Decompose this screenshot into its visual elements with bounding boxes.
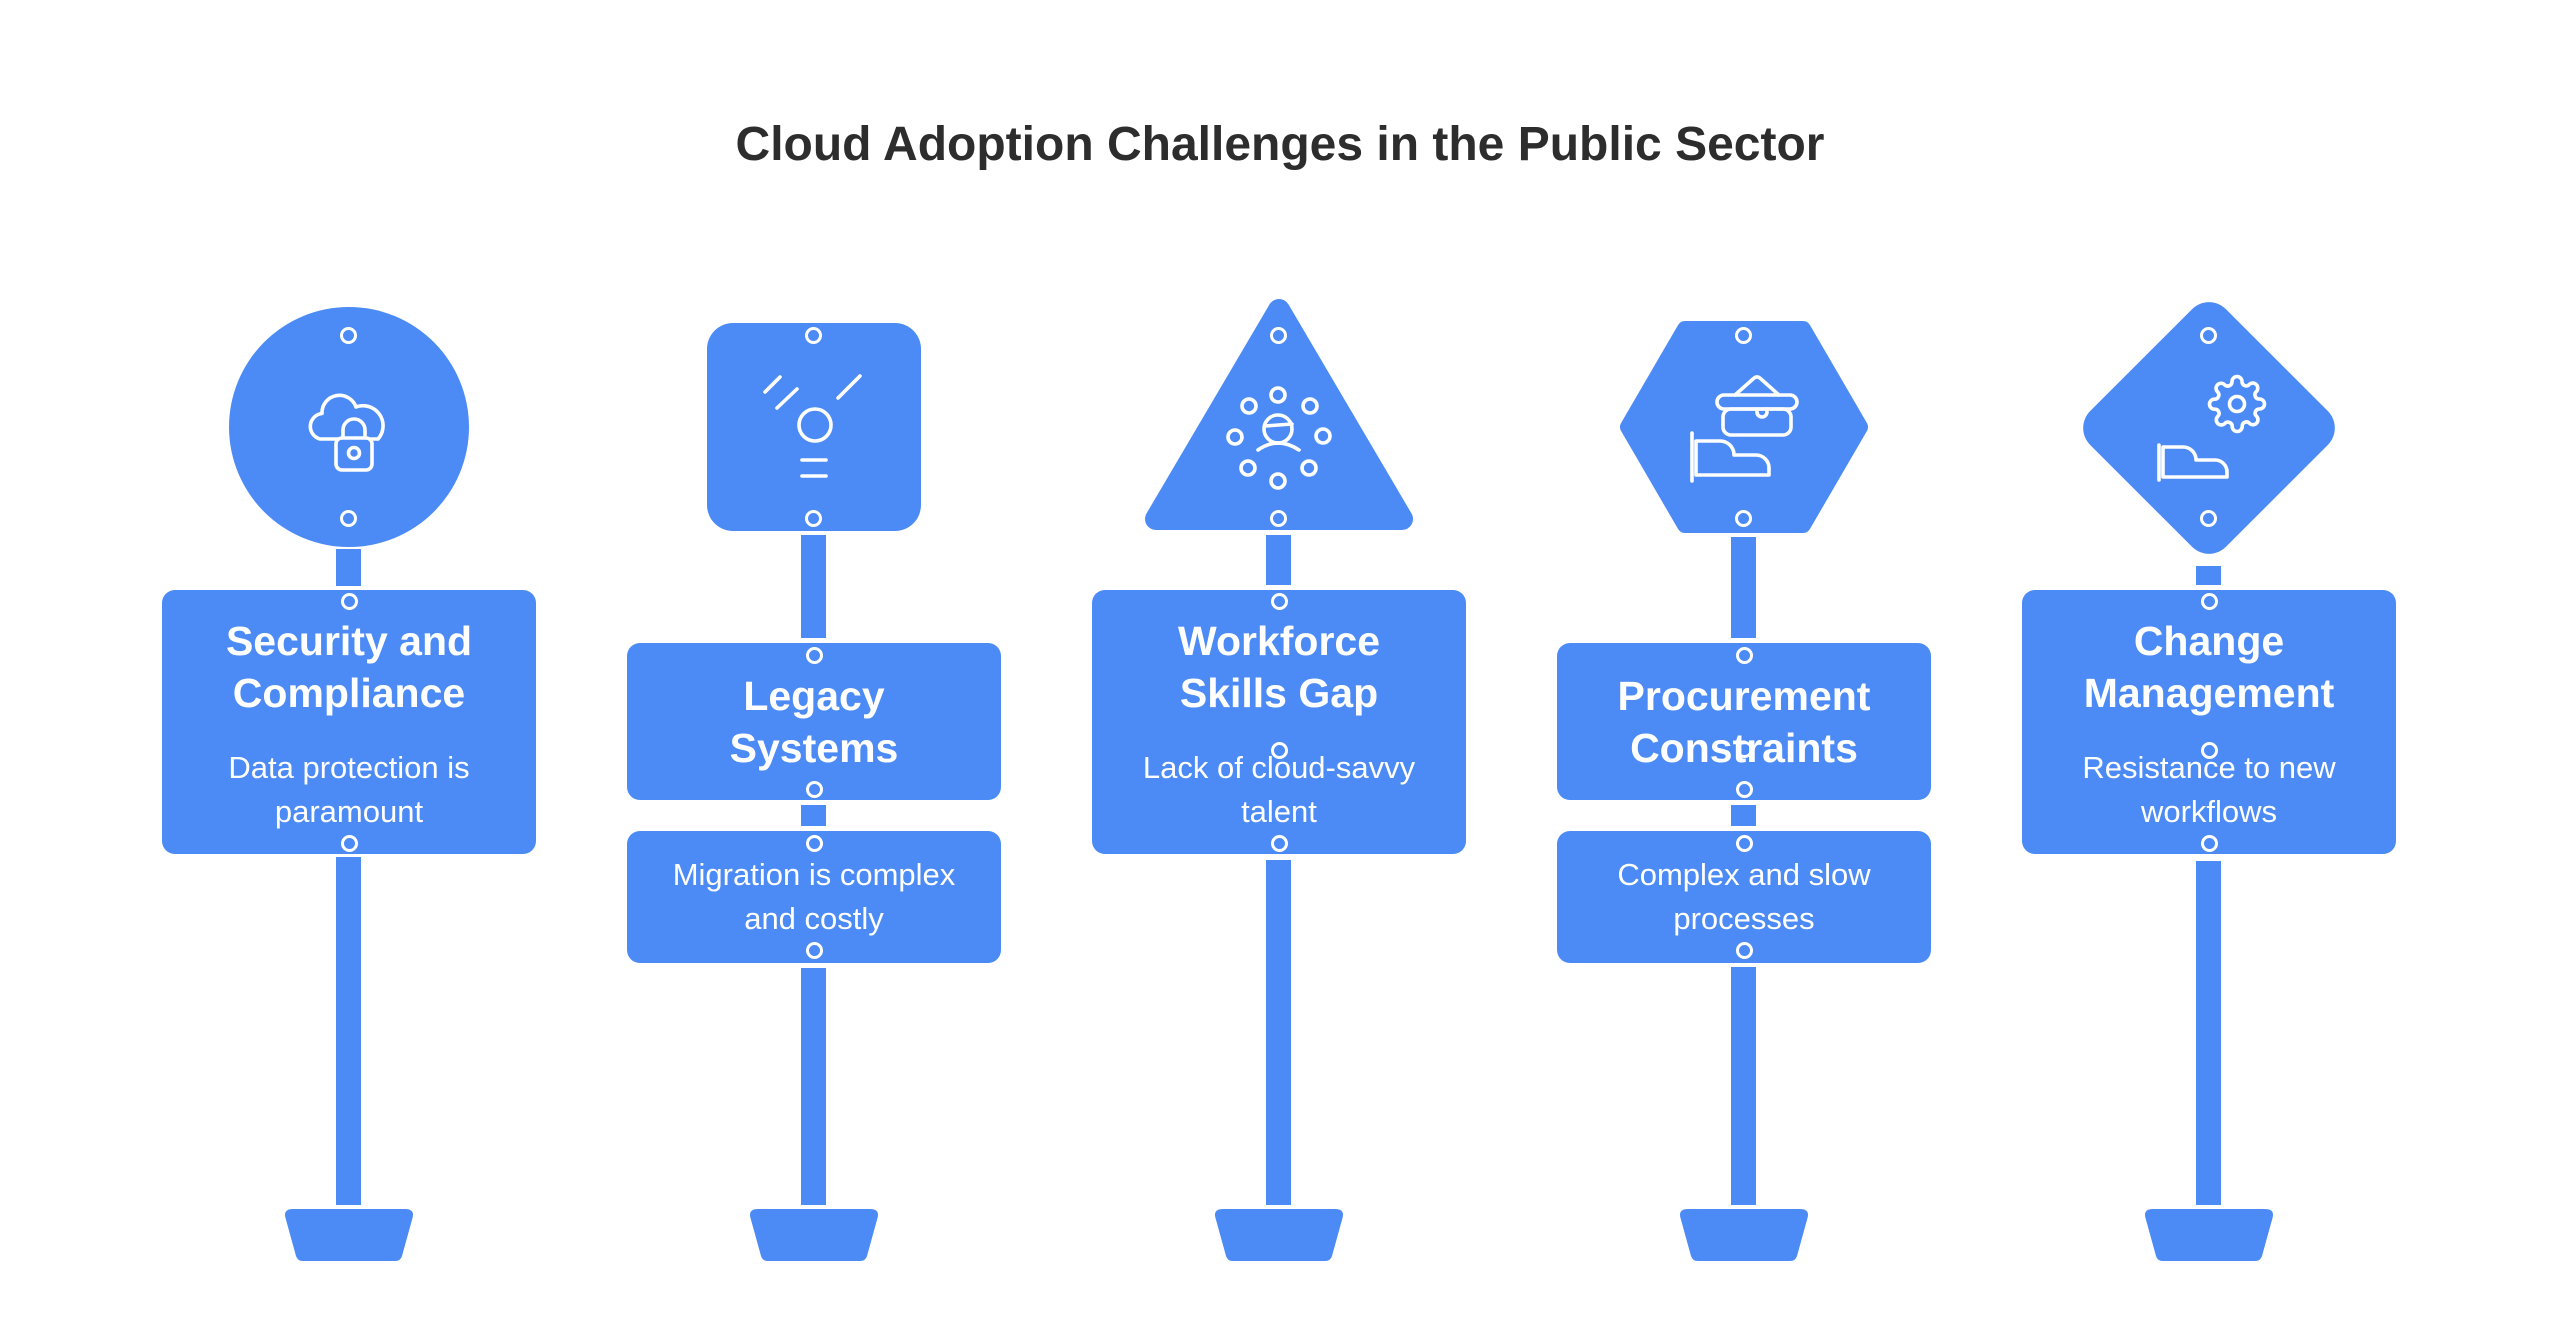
sign-base xyxy=(285,1209,413,1261)
lightbulb-rays-icon xyxy=(763,374,862,478)
signpost-workforce-skills-gap: Workforce Skills Gap Lack of cloud-savvy… xyxy=(1069,0,1489,1318)
signpost-security-compliance: Security and Compliance Data protection … xyxy=(139,0,559,1318)
page-title: Cloud Adoption Challenges in the Public … xyxy=(735,118,1825,171)
pole-segment xyxy=(2196,861,2221,1205)
sign-board: Workforce Skills Gap Lack of cloud-savvy… xyxy=(1092,590,1466,854)
pole-segment xyxy=(1266,860,1291,1205)
screw xyxy=(805,835,823,852)
sign-base xyxy=(1680,1209,1808,1261)
pole-segment xyxy=(1266,535,1291,585)
screw xyxy=(340,593,358,610)
pole-segment xyxy=(336,549,361,586)
cloud-lock-icon xyxy=(308,393,385,472)
sign-shape-hexagon xyxy=(1620,321,1868,533)
sign-title: Security and Compliance xyxy=(225,618,473,716)
signpost-procurement-constraints: Procurement Constraints Complex and slow… xyxy=(1534,0,1954,1318)
hand-gear-icon xyxy=(2157,374,2267,482)
pole-segment xyxy=(336,857,361,1205)
screw xyxy=(340,327,357,344)
screw xyxy=(1270,327,1287,344)
person-network-icon xyxy=(1226,386,1332,490)
sign-description: Migration is complex and costly xyxy=(672,857,956,936)
pole-segment xyxy=(1731,967,1756,1205)
sign-title: Legacy Systems xyxy=(729,672,899,771)
screw xyxy=(2200,510,2217,527)
screw xyxy=(2200,742,2218,759)
sign-description: Complex and slow processes xyxy=(1617,857,1871,936)
sign-title: Change Management xyxy=(2083,618,2335,716)
screw xyxy=(1270,593,1288,610)
screw xyxy=(1735,647,1753,664)
sign-base xyxy=(750,1209,878,1261)
screw xyxy=(1735,835,1753,852)
sign-board: Security and Compliance Data protection … xyxy=(162,590,536,854)
pole-segment xyxy=(1731,537,1756,638)
pole-segment xyxy=(801,805,826,826)
screw xyxy=(1270,835,1288,852)
screw xyxy=(805,327,822,344)
pole-segment xyxy=(801,968,826,1205)
sign-description: Resistance to new workflows xyxy=(2082,750,2336,829)
sign-title-board: Procurement Constraints xyxy=(1557,643,1931,800)
screw xyxy=(1270,510,1287,527)
signpost-legacy-systems: Legacy Systems Migration is complex and … xyxy=(604,0,1024,1318)
signpost-change-management: Change Management Resistance to new work… xyxy=(1999,0,2419,1318)
screw xyxy=(1270,742,1288,759)
pole-segment xyxy=(1731,805,1756,826)
pole-segment xyxy=(2196,566,2221,585)
screw xyxy=(805,647,823,664)
sign-description-board: Migration is complex and costly xyxy=(627,831,1001,963)
sign-title: Procurement Constraints xyxy=(1617,672,1871,771)
screw xyxy=(1735,510,1752,527)
screw xyxy=(1735,327,1752,344)
sign-description-board: Complex and slow processes xyxy=(1557,831,1931,963)
sign-base xyxy=(2145,1209,2273,1261)
screw xyxy=(1735,781,1753,798)
screw xyxy=(805,510,822,527)
screw xyxy=(340,835,358,852)
screw xyxy=(340,510,357,527)
sign-title-board: Legacy Systems xyxy=(627,643,1001,800)
screw xyxy=(1735,942,1753,959)
sign-title: Workforce Skills Gap xyxy=(1177,618,1381,716)
sign-shape-square xyxy=(707,323,921,531)
sign-board: Change Management Resistance to new work… xyxy=(2022,590,2396,854)
sign-base xyxy=(1215,1209,1343,1261)
hand-briefcase-icon xyxy=(1690,375,1799,483)
screw xyxy=(805,942,823,959)
sign-description: Data protection is paramount xyxy=(228,750,470,829)
screw xyxy=(2200,835,2218,852)
screw xyxy=(805,781,823,798)
sign-description: Lack of cloud-savvy talent xyxy=(1142,750,1416,829)
screw xyxy=(2200,327,2217,344)
screw xyxy=(2200,593,2218,610)
screw xyxy=(1735,741,1753,758)
pole-segment xyxy=(801,535,826,638)
